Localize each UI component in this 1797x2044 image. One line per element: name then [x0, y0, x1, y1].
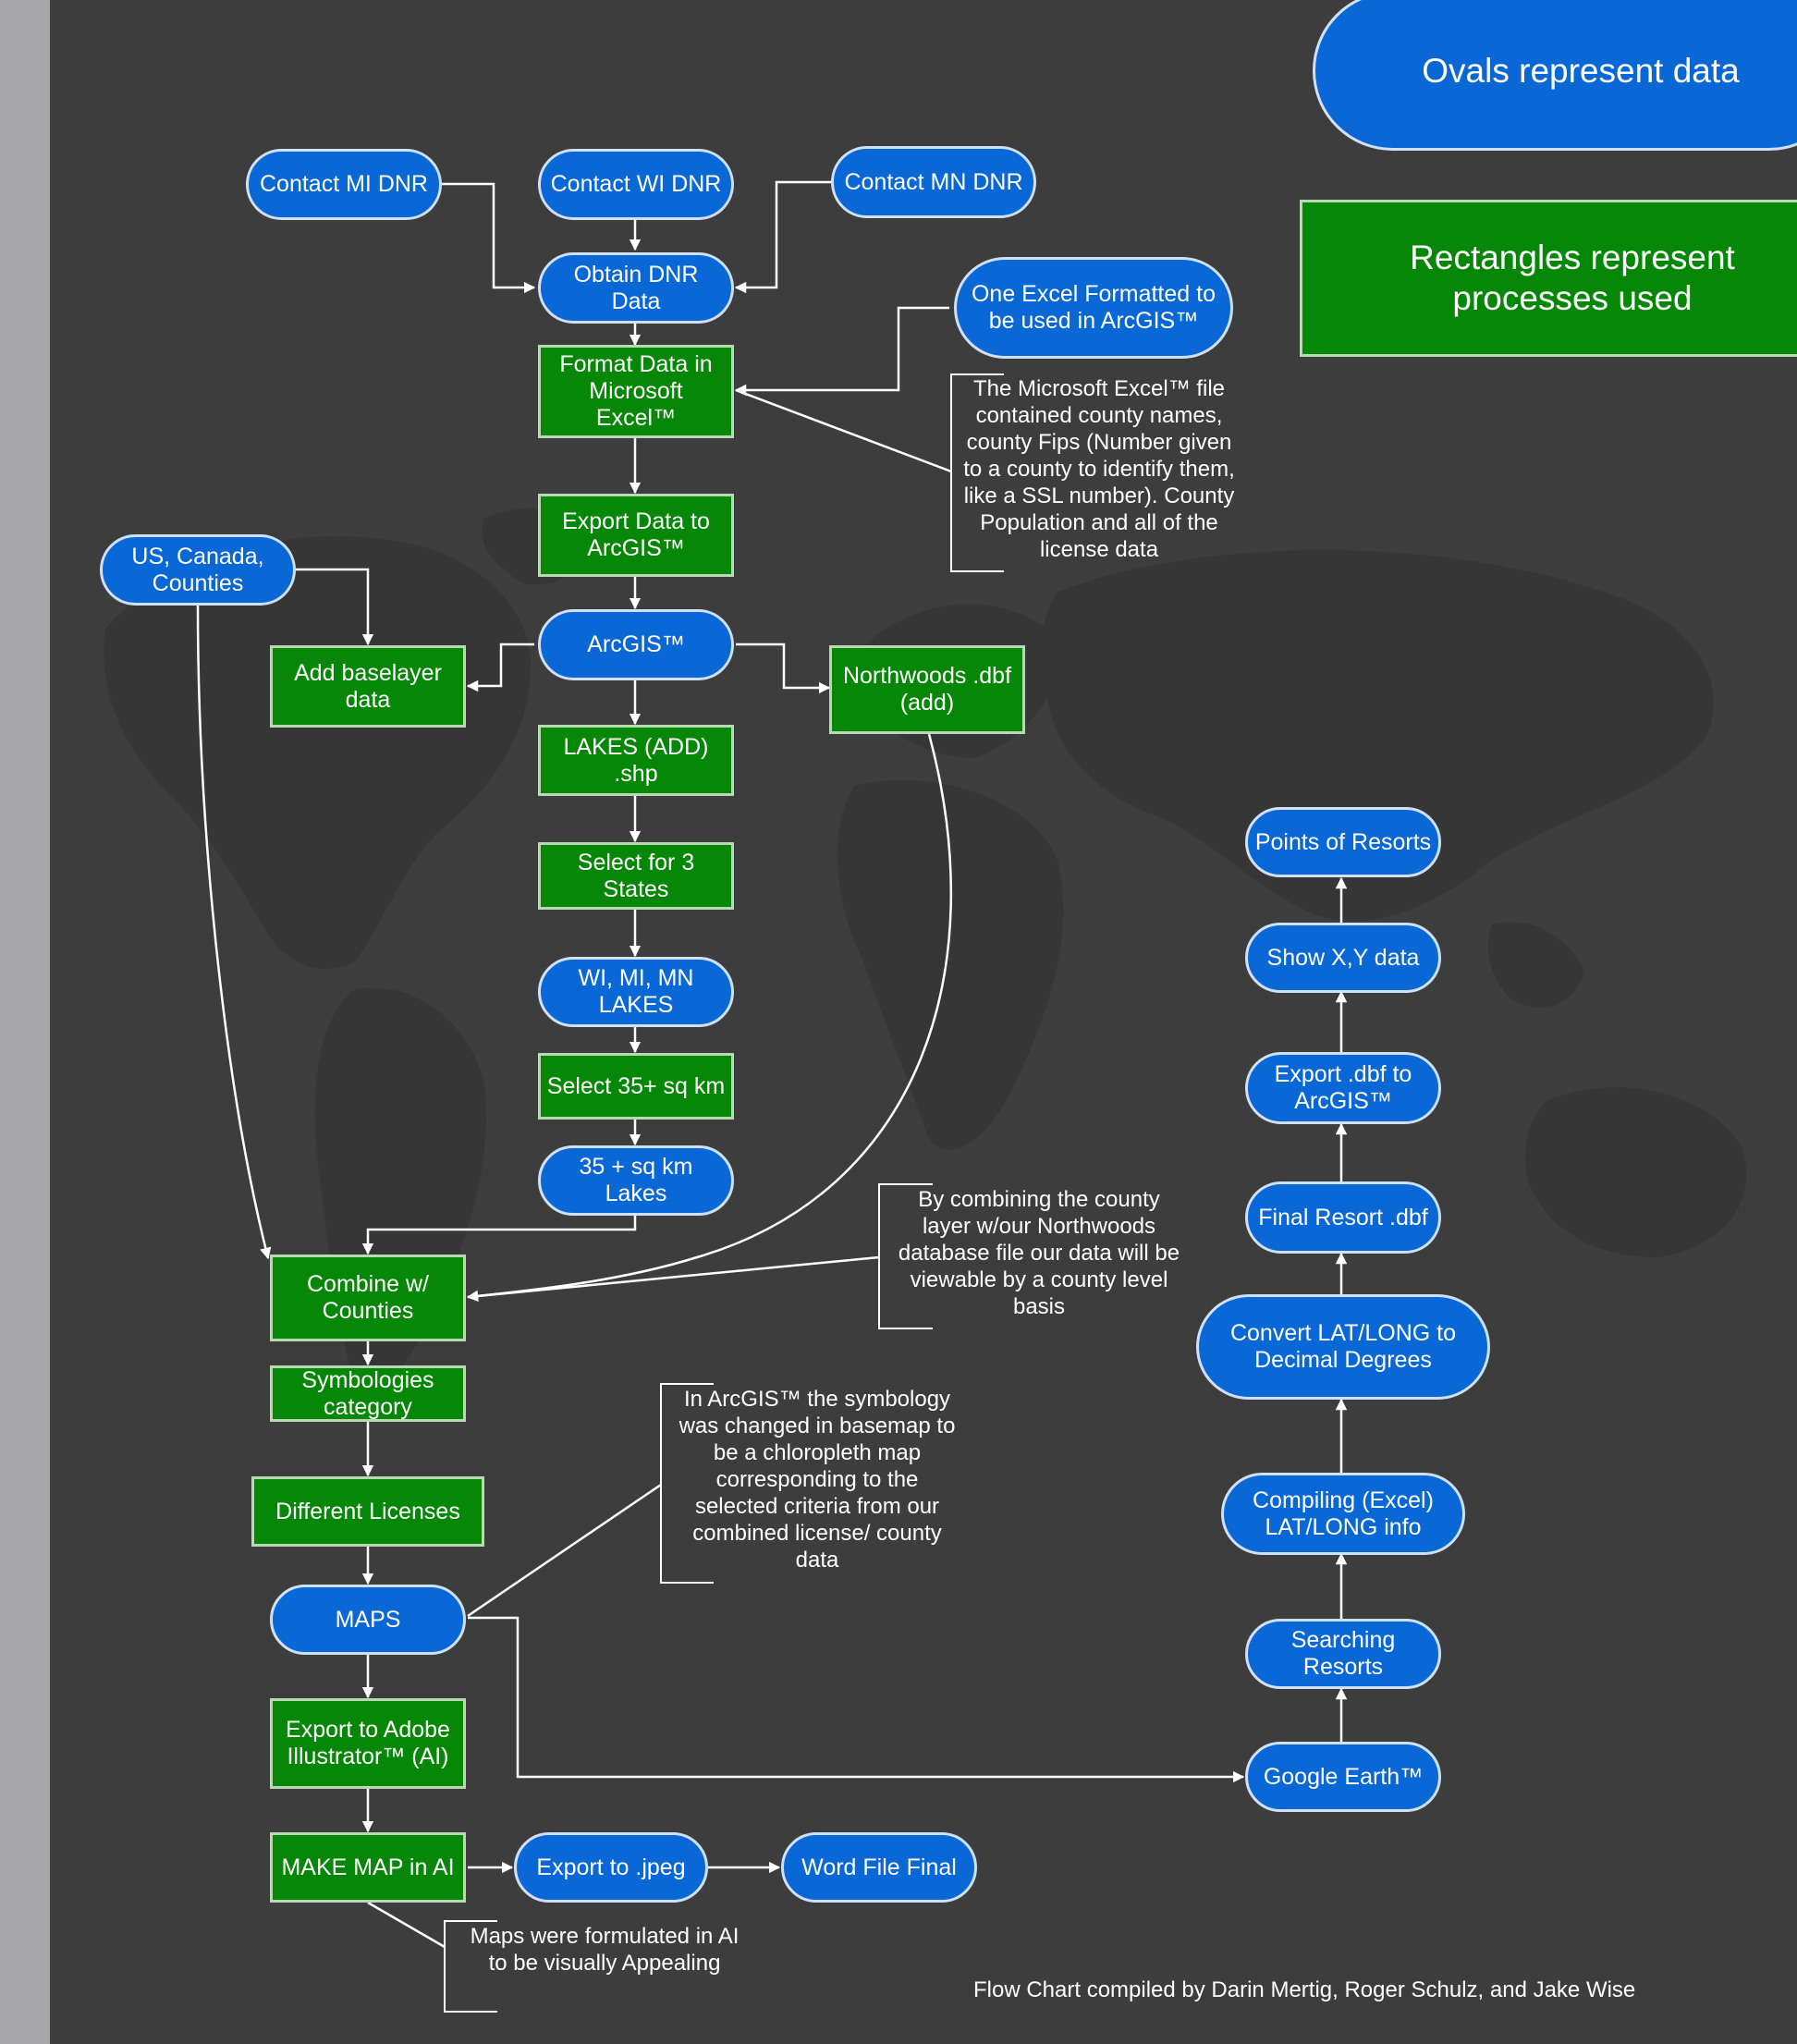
node-contact-mn-dnr[interactable]: Contact MN DNR	[831, 146, 1036, 218]
excel-file-note: The Microsoft Excel™ file contained coun…	[963, 376, 1235, 562]
node-make-map-ai[interactable]: MAKE MAP in AI	[270, 1832, 466, 1903]
node-convert-latlong[interactable]: Convert LAT/LONG to Decimal Degrees	[1196, 1294, 1490, 1400]
node-add-baselayer-data[interactable]: Add baselayer data	[270, 645, 466, 728]
node-different-licenses[interactable]: Different Licenses	[251, 1476, 484, 1547]
node-arcgis[interactable]: ArcGIS™	[538, 609, 734, 680]
node-symbologies-category[interactable]: Symbologies category	[270, 1365, 466, 1422]
node-export-jpeg[interactable]: Export to .jpeg	[514, 1832, 708, 1903]
combine-layer-note: By combining the county layer w/our Nort…	[898, 1187, 1180, 1319]
excel-note-bracket	[950, 373, 1004, 572]
node-one-excel-formatted[interactable]: One Excel Formatted to be used in ArcGIS…	[954, 257, 1233, 359]
node-final-resort-dbf[interactable]: Final Resort .dbf	[1245, 1181, 1441, 1254]
edge-lakes35-to-combine	[361, 1216, 637, 1255]
node-export-dbf-arcgis[interactable]: Export .dbf to ArcGIS™	[1245, 1052, 1441, 1124]
node-contact-mi-dnr[interactable]: Contact MI DNR	[246, 149, 442, 220]
node-show-xy-data[interactable]: Show X,Y data	[1245, 923, 1441, 993]
node-searching-resorts[interactable]: Searching Resorts	[1245, 1619, 1441, 1689]
node-us-canada-counties[interactable]: US, Canada, Counties	[100, 534, 296, 606]
edge-uscanada-to-combine	[196, 605, 272, 1260]
node-compiling-latlong[interactable]: Compiling (Excel) LAT/LONG info	[1221, 1473, 1465, 1555]
node-format-data-excel[interactable]: Format Data in Microsoft Excel™	[538, 345, 734, 438]
node-select-3-states[interactable]: Select for 3 States	[538, 842, 734, 910]
node-export-adobe-illustrator[interactable]: Export to Adobe Illustrator™ (AI)	[270, 1698, 466, 1789]
edge-northwoods-to-combine	[466, 733, 952, 1303]
node-wi-mi-mn-lakes[interactable]: WI, MI, MN LAKES	[538, 957, 734, 1027]
edge-excel-note-to-format	[735, 388, 952, 473]
left-margin-strip	[0, 0, 50, 2044]
edge-symbology-note-to-maps	[467, 1483, 662, 1618]
symbology-note-bracket	[660, 1383, 714, 1584]
node-maps[interactable]: MAPS	[270, 1585, 466, 1655]
ai-maps-note: Maps were formulated in AI to be visuall…	[470, 1924, 740, 1976]
node-word-file-final[interactable]: Word File Final	[781, 1832, 977, 1903]
combine-note-bracket	[878, 1183, 933, 1329]
node-select-35-sq-km[interactable]: Select 35+ sq km	[538, 1053, 734, 1120]
node-google-earth[interactable]: Google Earth™	[1245, 1742, 1441, 1812]
node-lakes-add-shp[interactable]: LAKES (ADD) .shp	[538, 725, 734, 796]
edge-arcgis-to-northwoods	[736, 643, 831, 694]
node-export-data-arcgis[interactable]: Export Data to ArcGIS™	[538, 494, 734, 577]
edge-uscanada-to-baselayer	[292, 568, 374, 646]
legend-oval-data: Ovals represent data	[1313, 0, 1797, 151]
edge-contact-mn-to-obtain	[734, 180, 831, 294]
edge-ai-note-to-make-map	[367, 1901, 446, 1949]
node-35-sq-km-lakes[interactable]: 35 + sq km Lakes	[538, 1145, 734, 1216]
symbology-note: In ArcGIS™ the symbology was changed in …	[678, 1387, 956, 1573]
node-points-of-resorts[interactable]: Points of Resorts	[1245, 807, 1441, 877]
node-combine-counties[interactable]: Combine w/ Counties	[270, 1255, 466, 1341]
legend-rect-processes: Rectangles represent processes used	[1300, 200, 1797, 357]
edge-excel-formatted-to-format	[734, 306, 949, 397]
edge-arcgis-to-baselayer	[466, 643, 534, 692]
node-obtain-dnr-data[interactable]: Obtain DNR Data	[538, 252, 734, 324]
connector-lines	[196, 180, 1348, 2013]
edge-combine-note-to-combine	[467, 1255, 880, 1299]
flowchart-credit: Flow Chart compiled by Darin Mertig, Rog…	[973, 1977, 1636, 2002]
node-northwoods-dbf[interactable]: Northwoods .dbf (add)	[829, 645, 1025, 734]
ai-note-bracket	[444, 1920, 497, 2013]
node-contact-wi-dnr[interactable]: Contact WI DNR	[538, 149, 734, 220]
flowchart-stage: Ovals represent data Rectangles represen…	[50, 0, 1797, 2044]
edge-maps-to-google-earth	[468, 1616, 1245, 1783]
edge-contact-mi-to-obtain	[442, 182, 536, 294]
